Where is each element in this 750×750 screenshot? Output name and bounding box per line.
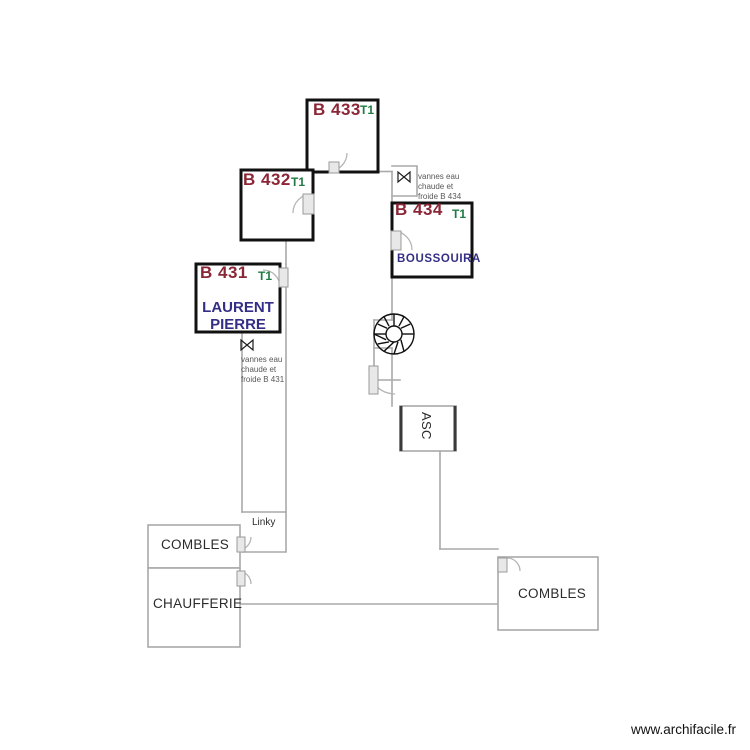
door-b433 <box>328 152 348 174</box>
door-b434 <box>390 230 413 251</box>
service-room-label-combles-right: COMBLES <box>518 586 587 601</box>
valve-icon-431 <box>240 338 254 352</box>
door-combles-left <box>236 536 252 553</box>
apartment-type-b432: T1 <box>291 175 306 189</box>
room-outline-chaufferie <box>147 567 241 648</box>
door-b432 <box>292 193 315 215</box>
apartment-code-b433: B 433 <box>313 100 361 119</box>
room-outline-combles-right <box>497 556 599 631</box>
door-b431 <box>262 267 289 288</box>
doors <box>236 152 521 587</box>
service-room-label-combles-left: COMBLES <box>161 537 230 552</box>
service-room-label-chaufferie: CHAUFFERIE <box>153 596 243 611</box>
door-combles-right <box>497 557 521 573</box>
apartment-code-b431: B 431 <box>200 263 248 282</box>
spiral-staircase-icon <box>373 313 415 355</box>
service-room-label-asc: ASC <box>419 412 434 440</box>
apartment-code-b434: B 434 <box>395 200 443 219</box>
apartment-occupant-b434: BOUSSOUIRA <box>397 253 481 265</box>
apartment-type-b434: T1 <box>452 207 467 221</box>
apartment-code-b432: B 432 <box>243 170 291 189</box>
site-footer-url: www.archifacile.fr <box>630 722 736 737</box>
utility-label-linky: Linky <box>252 517 276 528</box>
apartment-type-b433: T1 <box>360 103 375 117</box>
valve-symbols <box>240 170 411 352</box>
corridor-walls <box>239 165 499 605</box>
apartment-occupant-b431: LAURENT PIERRE <box>202 299 274 333</box>
wall-b433 <box>305 98 380 174</box>
apartment-type-b431: T1 <box>258 269 273 283</box>
note-valve-434: vannes eau chaude et froide B 434 <box>418 172 462 202</box>
wall-b431 <box>194 262 282 334</box>
service-room-outlines <box>147 524 599 648</box>
door-chaufferie <box>236 570 252 587</box>
door-stairwell <box>368 365 396 395</box>
valve-icon-434 <box>397 170 411 184</box>
note-valve-431: vannes eau chaude et froide B 431 <box>241 355 285 385</box>
asc-room-walls <box>399 405 457 452</box>
